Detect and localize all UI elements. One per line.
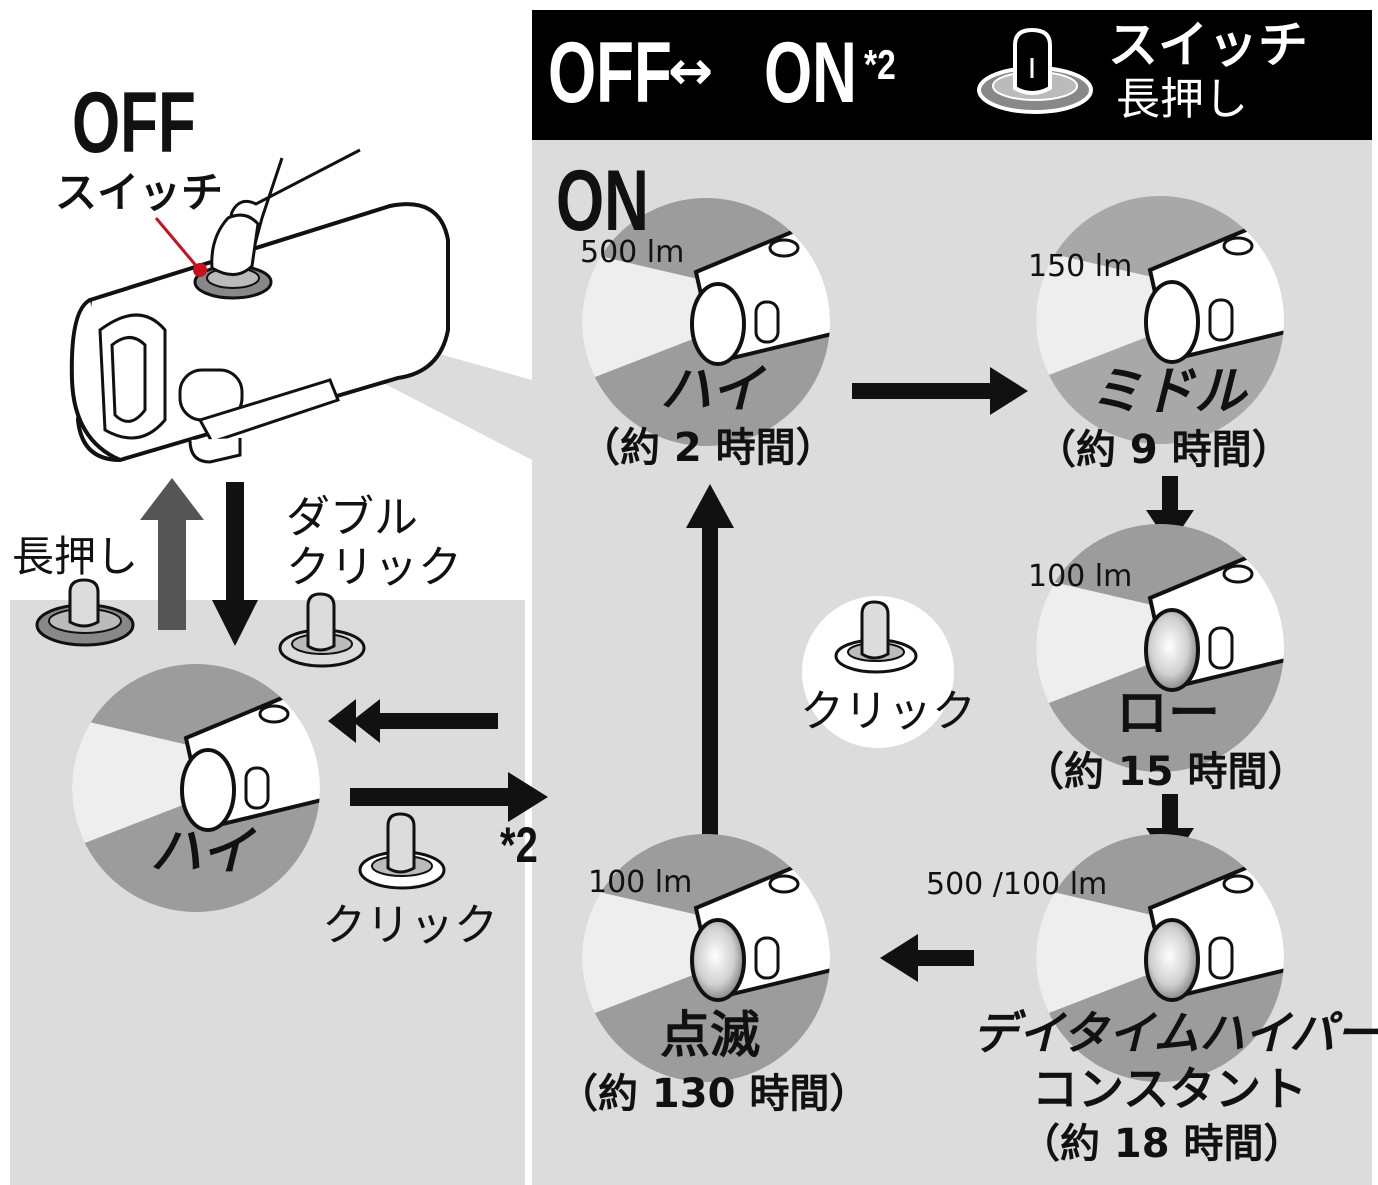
click-to-on-arrow (350, 772, 548, 822)
low-lumen: 100 lm (1028, 559, 1133, 594)
off-title: OFF (72, 75, 196, 171)
flash-runtime: （約 130 時間） (558, 1071, 870, 1117)
high-runtime: （約 2 時間） (580, 425, 836, 471)
daytime-mode-name-line2: コンスタント (1032, 1062, 1308, 1116)
high-mode-circle (582, 198, 830, 446)
daytime-to-flash-arrow (880, 934, 974, 982)
header-title-note: *2 (864, 41, 896, 88)
flash-lumen: 100 lm (588, 865, 693, 900)
flash-to-high-arrow (686, 484, 734, 844)
middle-lumen: 150 lm (1028, 249, 1133, 284)
long-press-up-arrow (140, 478, 204, 630)
long-press-icon (35, 578, 135, 647)
switch-callout-line (154, 217, 200, 269)
middle-mode-circle (1036, 196, 1284, 444)
double-click-label-line1: ダブル (286, 492, 418, 543)
double-click-label-line2: クリック (286, 542, 462, 593)
double-click-down-arrow (212, 482, 258, 646)
header-title-off: OFF (548, 25, 672, 121)
daytime-mode-name-line1: デイタイムハイパー (972, 1006, 1378, 1060)
off-high-mode-circle (72, 664, 320, 912)
daytime-lumen: 500 /100 lm (926, 867, 1108, 902)
off-click-label: クリック (322, 900, 498, 951)
mode-circles (72, 196, 1284, 1082)
header-title-on: ON (764, 25, 857, 121)
middle-mode-name: ミドル (1090, 362, 1247, 422)
on-transition-note: *2 (500, 817, 538, 873)
switch-indicator-dot (193, 263, 207, 277)
high-lumen: 500 lm (580, 235, 685, 270)
daytime-mode-circle (1036, 834, 1284, 1082)
low-mode-circle (1036, 524, 1284, 772)
high-to-middle-arrow (852, 367, 1028, 415)
return-double-arrow (328, 699, 498, 743)
light-device-illustration (69, 148, 450, 464)
header-bar (532, 10, 1372, 140)
header-title-arrow: ↔ (668, 39, 714, 102)
flash-mode-name: 点滅 (660, 1006, 760, 1064)
click-icon-on-panel (834, 600, 918, 674)
on-title: ON (556, 153, 649, 249)
long-press-label: 長押し (12, 532, 139, 581)
header-long-press-label: 長押し (1116, 74, 1248, 125)
header-switch-icon (977, 27, 1093, 114)
middle-runtime: （約 9 時間） (1036, 427, 1292, 473)
flash-mode-circle (582, 834, 830, 1082)
click-icon-off-panel (358, 812, 446, 890)
center-click-label: クリック (800, 686, 976, 737)
high-mode-name: ハイ (660, 360, 763, 420)
low-runtime: （約 15 時間） (1024, 749, 1308, 795)
double-click-icon (278, 592, 366, 668)
header-switch-label: スイッチ (1108, 16, 1308, 74)
daytime-runtime: （約 18 時間） (1020, 1121, 1304, 1167)
switch-callout-label: スイッチ (55, 168, 224, 217)
low-mode-name: ロー (1116, 684, 1221, 744)
off-high-mode-label: ハイ (150, 822, 253, 882)
